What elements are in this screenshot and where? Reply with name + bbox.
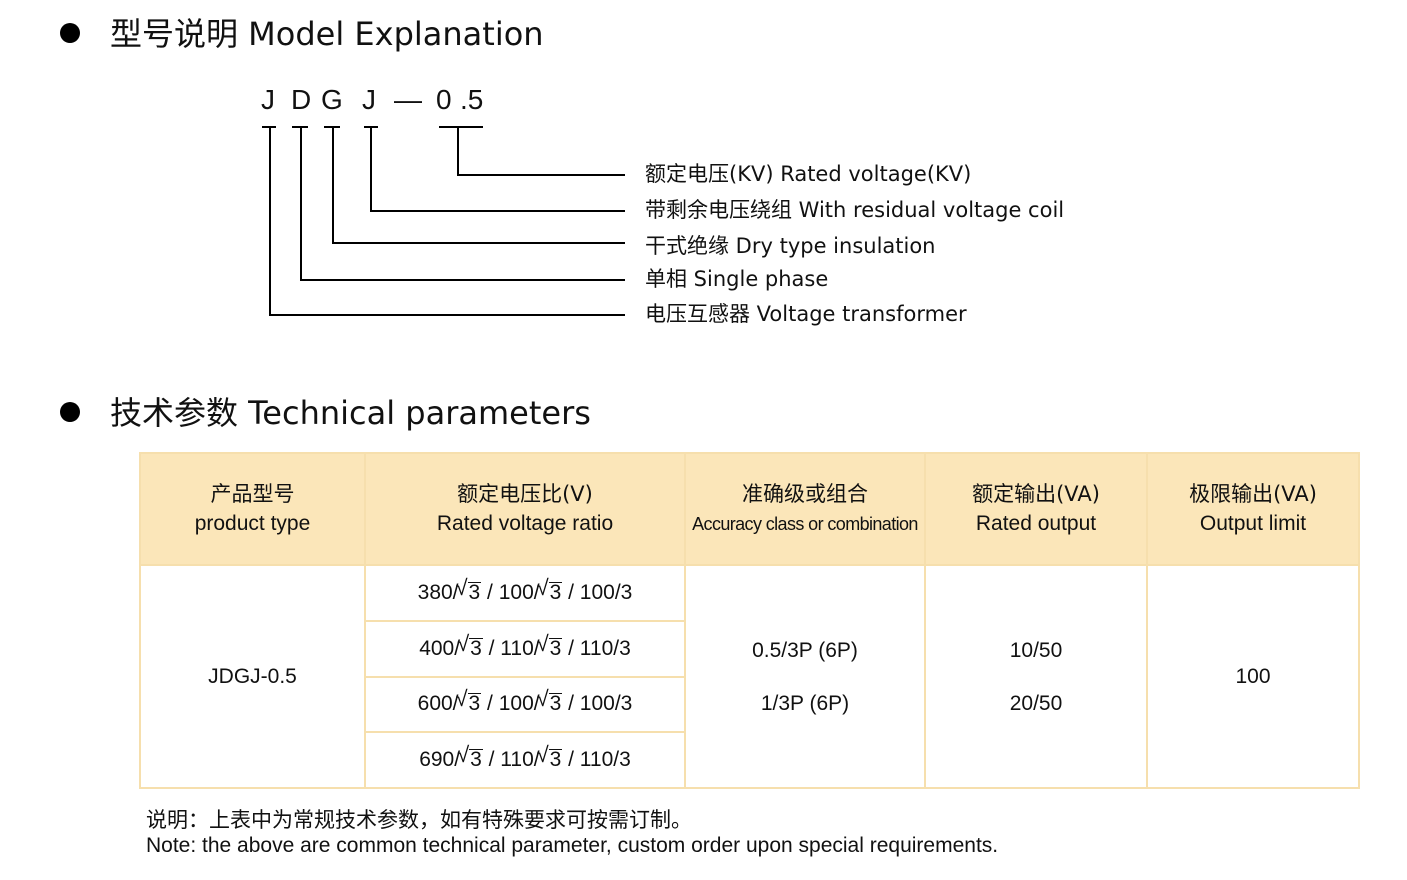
header-product-type: 产品型号 product type (139, 452, 366, 566)
sqrt-symbol: 3 (537, 634, 563, 659)
ratio-part: / 110/ (482, 636, 540, 660)
sqrt-symbol: 3 (457, 634, 483, 659)
cell-voltage-ratio: 600/3 / 100/3 / 100/3 (364, 675, 686, 734)
table-row: JDGJ-0.5 380/3 / 100/3 / 100/3 0.5/3P (6… (139, 564, 1360, 789)
header-en: Output limit (1199, 512, 1307, 535)
label-voltage-transformer: 电压互感器 Voltage transformer (645, 302, 967, 326)
cell-accuracy-class: 0.5/3P (6P) 1/3P (6P) (684, 564, 926, 789)
model-code-char: 0 (436, 84, 452, 115)
ratio-part: / 110/3 (562, 636, 631, 660)
label-dry-type-insulation: 干式绝缘 Dry type insulation (645, 234, 936, 258)
bullet-icon (60, 23, 80, 43)
header-en: product type (194, 512, 311, 535)
cell-product-type: JDGJ-0.5 (139, 564, 366, 789)
table-row: 690/3 / 110/3 / 110/3 (140, 731, 1359, 789)
label-single-phase: 单相 Single phase (645, 267, 829, 291)
accuracy-value: 1/3P (6P) (760, 691, 850, 715)
header-zh: 极限输出(VA) (1189, 482, 1317, 506)
model-code-char: D (291, 84, 312, 115)
model-code-char: .5 (460, 84, 484, 115)
header-en: Rated voltage ratio (436, 512, 614, 535)
cell-voltage-ratio: 690/3 / 110/3 / 110/3 (364, 731, 686, 789)
note-english: Note: the above are common technical par… (146, 834, 999, 857)
table-header-row: 产品型号 product type 额定电压比(V) Rated voltage… (139, 452, 1360, 566)
technical-parameters-title: 技术参数 Technical parameters (60, 393, 591, 433)
sqrt-symbol: 3 (457, 745, 483, 770)
technical-parameters-title-text: 技术参数 Technical parameters (110, 394, 591, 432)
header-en: Accuracy class or combination (692, 514, 918, 534)
rated-output-value: 10/50 (1009, 638, 1063, 662)
sqrt-symbol: 3 (537, 689, 563, 714)
ratio-part: / 100/ (481, 692, 540, 716)
technical-parameters-table: 产品型号 product type 额定电压比(V) Rated voltage… (139, 452, 1360, 789)
table-row: 400/3 / 110/3 / 110/3 (140, 619, 1359, 678)
header-accuracy-class: 准确级或组合 Accuracy class or combination (684, 452, 926, 566)
cell-rated-output: 10/50 20/50 (924, 564, 1148, 789)
sqrt-symbol: 3 (456, 578, 482, 603)
model-code-char: G (321, 84, 343, 115)
model-code-char: J (261, 84, 275, 115)
header-zh: 产品型号 (210, 482, 295, 506)
label-rated-voltage: 额定电压(KV) Rated voltage(KV) (645, 162, 972, 186)
table-row: 600/3 / 100/3 / 100/3 (140, 675, 1359, 734)
ratio-part: 600/ (417, 692, 459, 716)
note-chinese: 说明：上表中为常规技术参数，如有特殊要求可按需订制。 (146, 808, 692, 832)
ratio-part: / 110/3 (562, 748, 631, 772)
ratio-part: 380/ (417, 580, 459, 604)
model-explanation-title-text: 型号说明 Model Explanation (110, 15, 544, 53)
accuracy-value: 0.5/3P (6P) (752, 638, 858, 662)
model-code-char: — (394, 84, 422, 115)
header-rated-output: 额定输出(VA) Rated output (924, 452, 1148, 566)
header-zh: 额定电压比(V) (457, 482, 593, 506)
sqrt-symbol: 3 (537, 745, 563, 770)
ratio-part: / 110/ (482, 748, 540, 772)
ratio-part: 690/ (419, 748, 461, 772)
sqrt-symbol: 3 (456, 689, 482, 714)
model-explanation-title: 型号说明 Model Explanation (60, 14, 544, 54)
label-residual-voltage-coil: 带剩余电压绕组 With residual voltage coil (645, 198, 1065, 222)
cell-output-limit: 100 (1146, 564, 1360, 789)
bullet-icon (60, 402, 80, 422)
ratio-part: / 100/3 (562, 692, 633, 716)
cell-voltage-ratio: 380/3 / 100/3 / 100/3 (364, 564, 686, 622)
header-zh: 额定输出(VA) (972, 482, 1100, 506)
ratio-part: / 100/3 (562, 580, 633, 604)
header-zh: 准确级或组合 (742, 482, 868, 506)
header-rated-voltage-ratio: 额定电压比(V) Rated voltage ratio (364, 452, 686, 566)
cell-voltage-ratio: 400/3 / 110/3 / 110/3 (364, 619, 686, 678)
ratio-part: 400/ (419, 636, 461, 660)
rated-output-value: 20/50 (1009, 691, 1063, 715)
model-code-char: J (362, 84, 376, 115)
header-output-limit: 极限输出(VA) Output limit (1146, 452, 1360, 566)
header-en: Rated output (975, 512, 1097, 535)
sqrt-symbol: 3 (537, 578, 563, 603)
ratio-part: / 100/ (481, 580, 540, 604)
